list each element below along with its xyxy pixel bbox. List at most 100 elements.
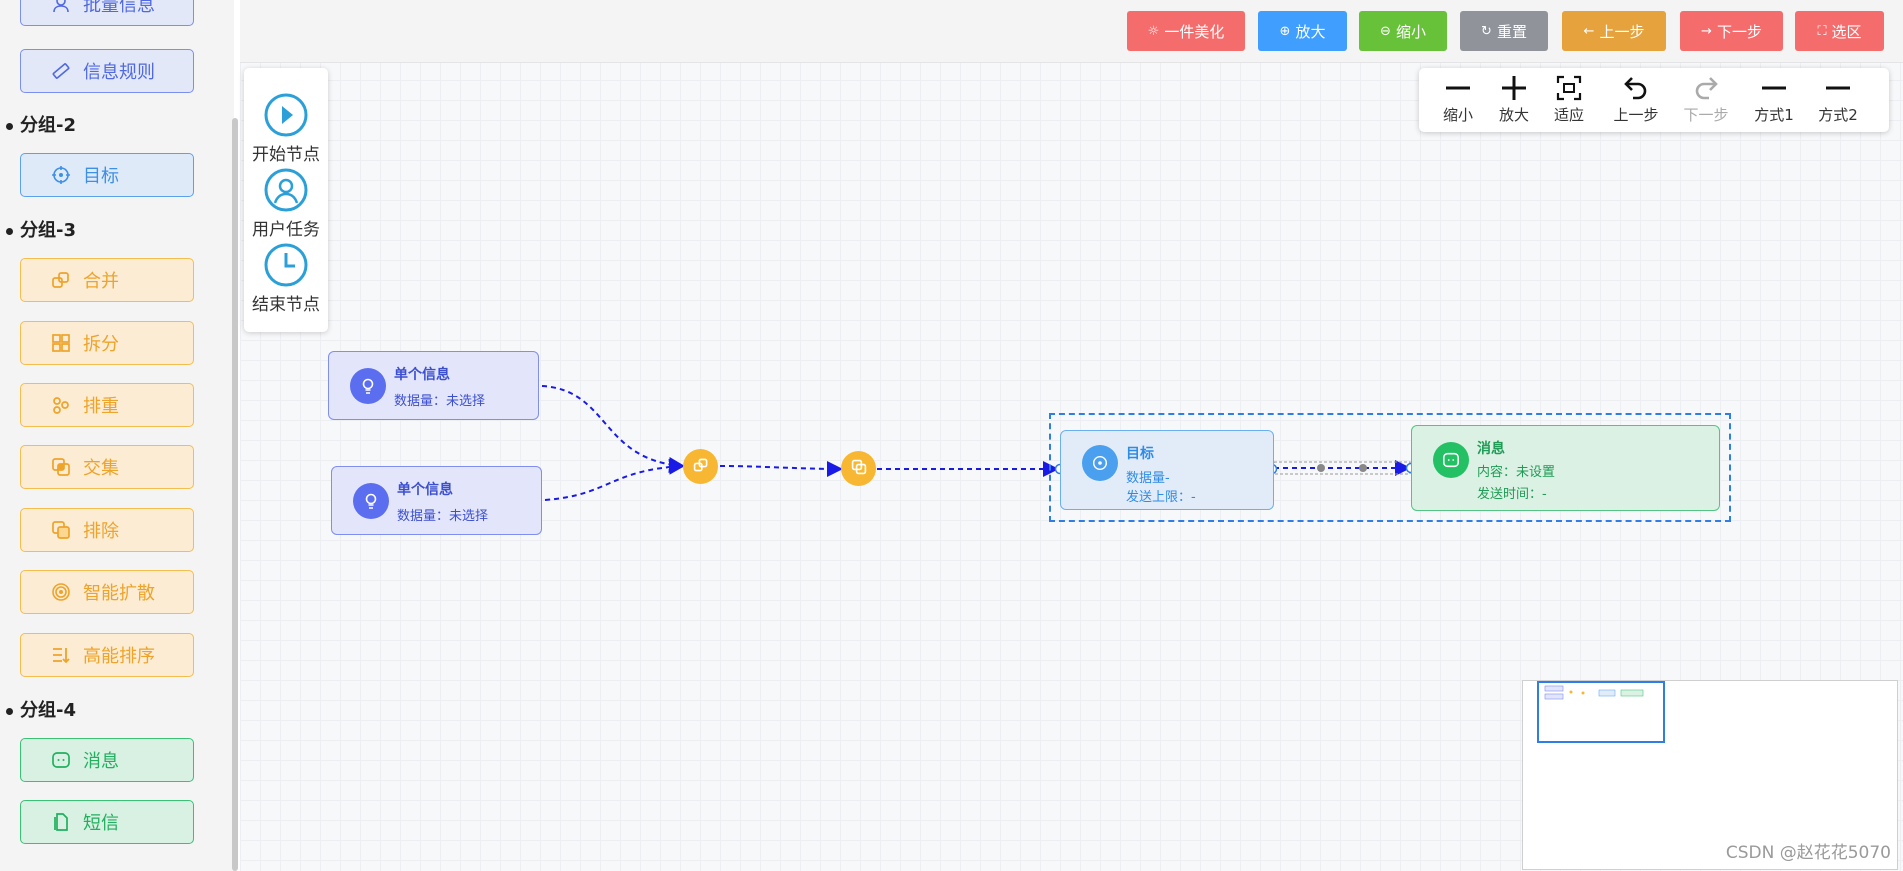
user-icon [51,0,71,14]
group-title: 分组-4 [6,696,76,722]
node-send-time: 发送时间：- [1477,487,1547,502]
control-zoom-out[interactable]: 缩小 [1443,74,1473,125]
sidebar-item-info-rule[interactable]: 信息规则 [20,49,194,93]
prev-step-button[interactable]: ←上一步 [1562,11,1666,51]
sidebar-item-intersect[interactable]: 交集 [20,445,194,489]
merge-icon [693,457,709,477]
node-title: 单个信息 [394,367,450,383]
message-icon [1433,442,1469,478]
arrow-left-icon: ← [1583,23,1595,39]
minimap-preview [1544,685,1644,700]
control-zoom-in[interactable]: 放大 [1499,74,1529,125]
node-palette: 开始节点 用户任务 结束节点 [244,68,328,332]
sidebar-item-label: 目标 [83,166,119,187]
sidebar-item-split[interactable]: 拆分 [20,321,194,365]
node-single-info-2[interactable]: 单个信息 数据量：未选择 [331,466,542,535]
sidebar-item-dedupe[interactable]: 排重 [20,383,194,427]
sidebar: 批量信息 信息规则 分组-2 目标 分组-3 合并 拆分 排重 [0,0,234,871]
node-data-count: 数据量：未选择 [397,509,489,524]
node-target[interactable]: 目标 数据量- 发送上限：- [1060,430,1274,510]
exclude-icon [51,520,71,540]
sidebar-item-sort[interactable]: 高能排序 [20,633,194,677]
plus-icon [1499,74,1529,102]
watermark: CSDN @赵花花5070 [1725,843,1891,863]
select-area-button[interactable]: ⛶选区 [1795,11,1884,51]
minimap[interactable]: CSDN @赵花花5070 [1522,680,1898,870]
zoom-in-button[interactable]: ⊕放大 [1258,11,1347,51]
play-circle-icon [244,92,328,138]
sidebar-item-target[interactable]: 目标 [20,153,194,197]
node-send-limit: 发送上限：- [1126,490,1196,505]
target-icon [51,165,71,185]
merge-icon [51,270,71,290]
user-circle-icon [244,167,328,213]
sort-icon [51,645,71,665]
minus-icon [1751,74,1797,102]
sidebar-item-sms[interactable]: 短信 [20,800,194,844]
sidebar-item-label: 短信 [83,813,119,834]
fullscreen-icon: ⛶ [1817,23,1827,39]
edge-merge-intersect [719,460,843,477]
intersect-icon [51,457,71,477]
control-undo[interactable]: 上一步 [1611,74,1661,125]
sidebar-item-merge[interactable]: 合并 [20,258,194,302]
split-icon [51,333,71,353]
palette-item-user-task[interactable]: 用户任务 [244,167,328,240]
sidebar-item-spread[interactable]: 智能扩散 [20,570,194,614]
palette-item-start[interactable]: 开始节点 [244,92,328,165]
ruler-icon [51,61,71,81]
node-intersect[interactable] [841,451,876,486]
palette-item-end[interactable]: 结束节点 [244,242,328,315]
minus-icon [1443,74,1473,102]
sidebar-item-label: 批量信息 [83,0,155,16]
sidebar-item-label: 合并 [83,271,119,292]
sidebar-scrollbar[interactable] [232,118,238,871]
zoom-out-icon: ⊖ [1380,23,1391,39]
group-title: 分组-2 [6,111,76,137]
selection-box[interactable] [1049,413,1731,522]
node-content: 内容：未设置 [1477,465,1556,480]
control-mode-1[interactable]: 方式1 [1751,74,1797,125]
sms-icon [51,812,71,832]
node-message[interactable]: 消息 内容：未设置 发送时间：- [1411,425,1720,511]
refresh-icon: ↻ [1481,23,1492,39]
sidebar-item-label: 消息 [83,751,119,772]
spread-icon [51,582,71,602]
sidebar-item-message[interactable]: 消息 [20,738,194,782]
intersect-icon [851,459,867,479]
next-step-button[interactable]: →下一步 [1680,11,1783,51]
clock-icon [244,242,328,288]
sidebar-item-exclude[interactable]: 排除 [20,508,194,552]
node-data-count: 数据量- [1126,471,1170,486]
control-redo[interactable]: 下一步 [1681,74,1731,125]
reset-button[interactable]: ↻重置 [1460,11,1548,51]
sparkle-icon: ☼ [1147,23,1160,39]
message-icon [51,750,71,770]
node-merge[interactable] [683,449,718,484]
sidebar-item-label: 高能排序 [83,646,155,667]
zoom-out-button[interactable]: ⊖缩小 [1359,11,1447,51]
sidebar-item-batch-info[interactable]: 批量信息 [20,0,194,26]
redo-icon [1681,74,1731,102]
top-toolbar: ☼一件美化 ⊕放大 ⊖缩小 ↻重置 ←上一步 →下一步 ⛶选区 [240,0,1903,63]
node-single-info-1[interactable]: 单个信息 数据量：未选择 [328,351,539,420]
sidebar-item-label: 拆分 [83,334,119,355]
fit-icon [1554,74,1584,102]
control-panel: 缩小 放大 适应 上一步 下一步 方式1 方式2 [1419,68,1889,132]
bulb-icon [353,483,389,519]
group-title: 分组-3 [6,216,76,242]
beautify-button[interactable]: ☼一件美化 [1127,11,1245,51]
edge-info1-merge [541,385,685,473]
node-data-count: 数据量：未选择 [394,394,486,409]
target-icon [1082,445,1118,481]
sidebar-item-label: 排重 [83,396,119,417]
sidebar-item-label: 交集 [83,458,119,479]
sidebar-item-label: 智能扩散 [83,583,155,604]
control-mode-2[interactable]: 方式2 [1815,74,1861,125]
minimap-viewport[interactable] [1537,681,1665,743]
minus-icon [1815,74,1861,102]
node-title: 目标 [1126,446,1154,462]
node-title: 消息 [1477,441,1505,457]
undo-icon [1611,74,1661,102]
control-fit[interactable]: 适应 [1554,74,1584,125]
